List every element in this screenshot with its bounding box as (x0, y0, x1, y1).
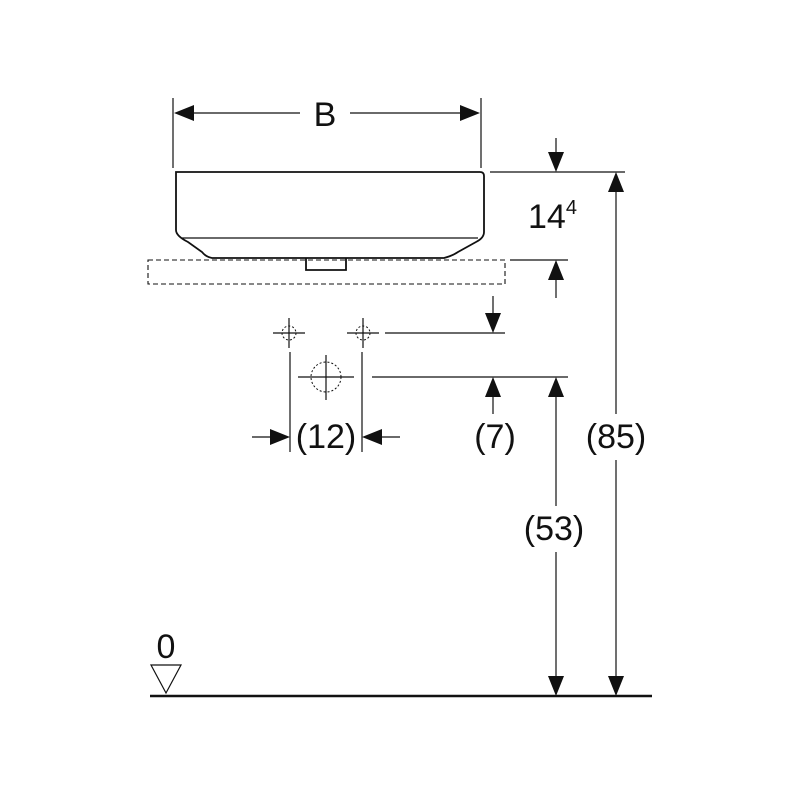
total-height-arrow-up (608, 172, 624, 192)
counter-arrow-up (548, 260, 564, 280)
width-arrow-left (174, 105, 194, 121)
fixing-arrow-down (485, 313, 501, 333)
height-label-sup: 4 (566, 197, 577, 219)
fixing-hole-right (347, 318, 379, 348)
height-label-main: 14 (528, 198, 566, 236)
drain-outlet (305, 258, 347, 271)
height-label: 144 (528, 197, 577, 236)
top-arrow-down (548, 152, 564, 172)
spacing-arrow-right (362, 429, 382, 445)
offset-label: (7) (474, 418, 516, 456)
width-label: B (314, 96, 337, 134)
floor-level-marker (149, 664, 183, 695)
fixing-hole-left (273, 318, 305, 348)
drain-height-arrow-down (548, 676, 564, 696)
drain-centre-mark (298, 355, 354, 400)
spacing-arrow-left (270, 429, 290, 445)
floor-level-label: 0 (157, 628, 176, 666)
total-height-label: (85) (586, 418, 646, 456)
width-arrow-right (460, 105, 480, 121)
offset-arrow-up (485, 377, 501, 397)
countertop-outline (147, 259, 506, 285)
total-height-arrow-down (608, 676, 624, 696)
spacing-label: (12) (296, 418, 356, 456)
basin-outline (175, 171, 485, 259)
drain-height-arrow-up (548, 377, 564, 397)
drain-height-label: (53) (524, 510, 584, 548)
